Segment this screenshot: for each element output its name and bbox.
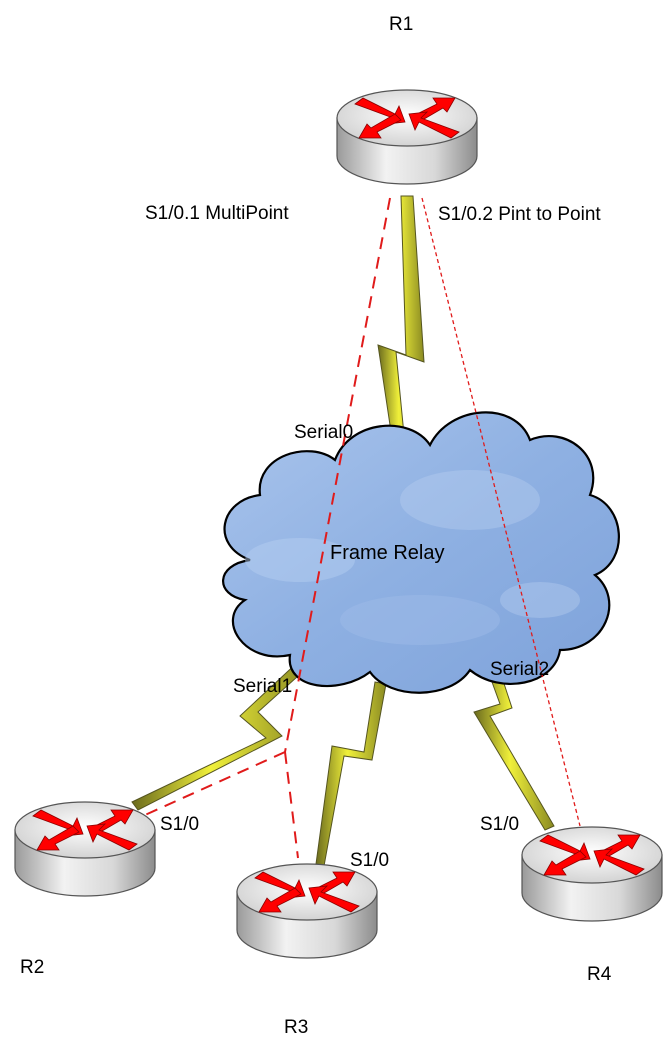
- router-icon: [14, 801, 156, 897]
- router-r2[interactable]: [14, 801, 156, 897]
- router-r1[interactable]: [336, 89, 478, 185]
- interface-label-r1-multipoint: S1/0.1 MultiPoint: [145, 203, 289, 224]
- router-label-r4: R4: [587, 964, 612, 985]
- router-r4[interactable]: [521, 826, 663, 922]
- interface-label-serial0: Serial0: [294, 422, 353, 443]
- interface-label-r4-s10: S1/0: [480, 814, 519, 835]
- serial-link-icon: [377, 195, 425, 446]
- serial-link-icon: [315, 681, 387, 867]
- router-icon: [521, 826, 663, 922]
- pvc-lines: [144, 197, 581, 859]
- pvc-line-multipoint: [284, 197, 391, 753]
- pvc-line-point-to-point: [421, 197, 581, 827]
- cloud-icon: [222, 411, 620, 694]
- interface-label-serial2: Serial2: [490, 659, 549, 680]
- pvc-line-r2: [144, 751, 286, 816]
- router-label-r3: R3: [284, 1017, 308, 1038]
- interface-label-r2-s10: S1/0: [160, 814, 199, 835]
- router-icon: [336, 89, 478, 185]
- interface-label-r1-point-to-point: S1/0.2 Pint to Point: [438, 204, 601, 225]
- serial-link-icon: [131, 659, 308, 811]
- router-label-r2: R2: [20, 957, 44, 978]
- interface-label-serial1: Serial1: [233, 676, 292, 697]
- router-icon: [236, 863, 378, 959]
- pvc-line-r3: [284, 751, 299, 859]
- cloud-label: Frame Relay: [330, 542, 444, 564]
- router-r3[interactable]: [236, 863, 378, 959]
- router-label-r1: R1: [389, 14, 413, 35]
- interface-label-r3-s10: S1/0: [350, 850, 389, 871]
